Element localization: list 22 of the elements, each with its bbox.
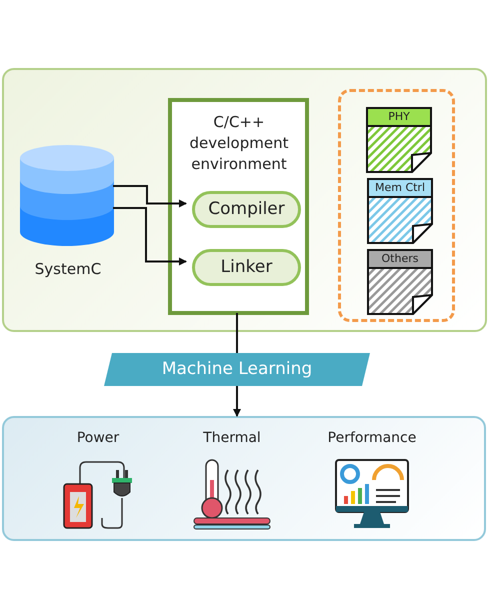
document-title: Mem Ctrl xyxy=(374,181,426,194)
panel xyxy=(2,68,487,332)
arrow xyxy=(113,207,187,266)
panel xyxy=(2,416,486,541)
metric-label: Power xyxy=(76,430,120,446)
node-label: Linker xyxy=(220,257,274,277)
metric-label: Thermal xyxy=(202,430,262,446)
container-title: C/C++ development environment xyxy=(188,112,290,175)
connector-line xyxy=(236,313,238,353)
metric-label: Performance xyxy=(326,430,418,446)
arrow xyxy=(113,185,187,208)
container-box xyxy=(168,98,309,315)
node-label: Compiler xyxy=(207,199,286,219)
document-title: Others xyxy=(380,252,420,265)
dashed-group-box xyxy=(338,89,455,322)
node-label: Machine Learning xyxy=(160,359,314,379)
process-pill xyxy=(192,249,301,286)
process-pill xyxy=(192,191,301,228)
document-title: PHY xyxy=(387,110,411,123)
arrow xyxy=(233,386,241,417)
parallelogram-banner xyxy=(104,353,370,386)
node-label: SystemC xyxy=(34,260,102,278)
